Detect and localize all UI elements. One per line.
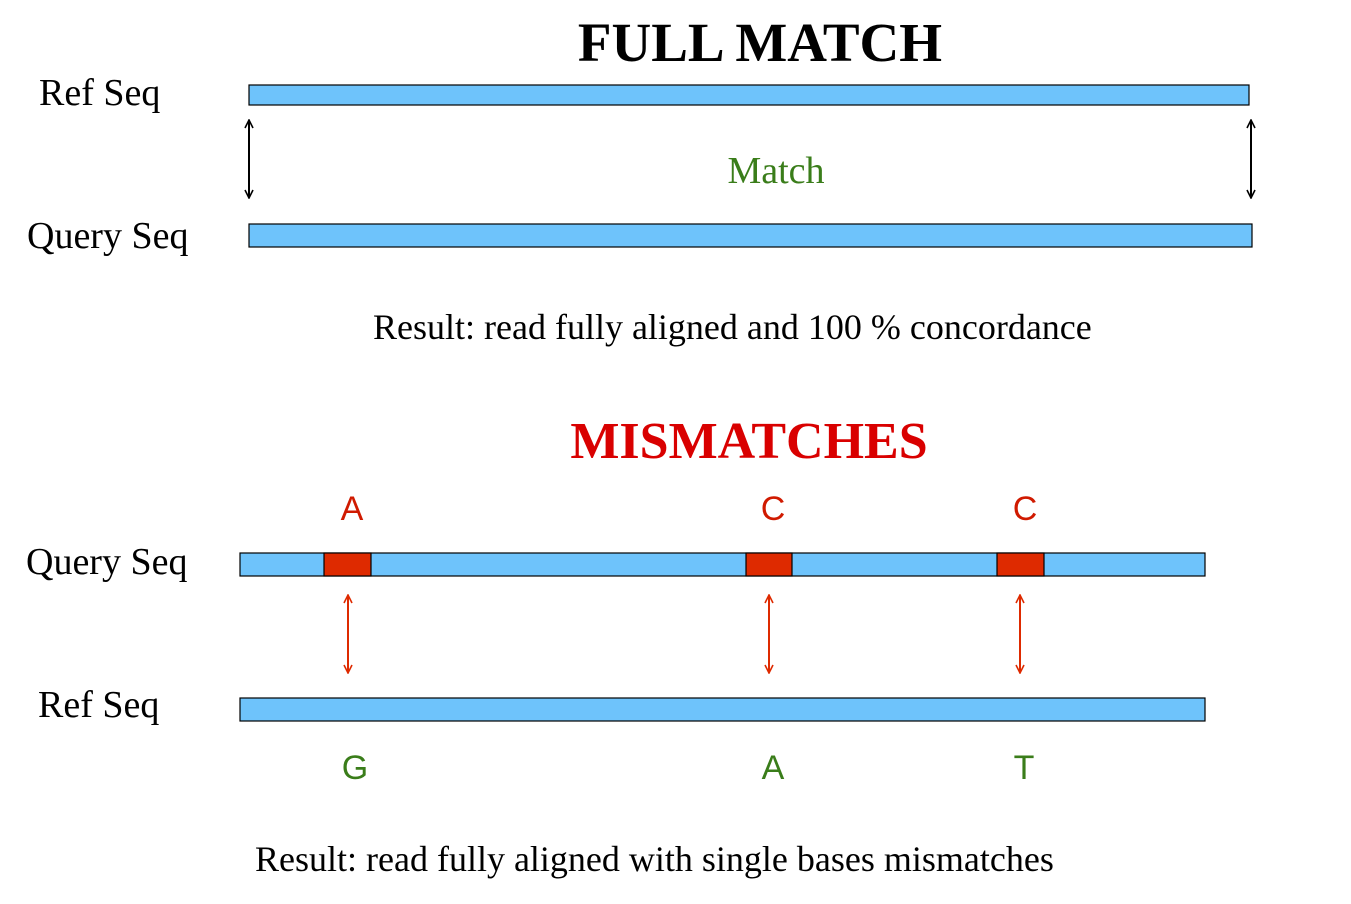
- mismatch-block-2: [745, 552, 793, 577]
- full-match-ref-bar: [248, 84, 1250, 106]
- match-label: Match: [727, 150, 824, 192]
- full-match-result: Result: read fully aligned and 100 % con…: [373, 307, 1092, 347]
- mismatch-block-3: [996, 552, 1045, 577]
- full-match-query-bar: [248, 223, 1253, 248]
- query-base-2: C: [761, 490, 786, 528]
- mismatch-ref-label: Ref Seq: [38, 684, 159, 726]
- full-match-ref-label: Ref Seq: [39, 72, 160, 114]
- full-match-title: FULL MATCH: [578, 12, 942, 73]
- full-match-query-label: Query Seq: [27, 215, 188, 257]
- mismatches-title: MISMATCHES: [570, 413, 927, 470]
- ref-base-3: T: [1014, 749, 1035, 787]
- mismatch-query-label: Query Seq: [26, 541, 187, 583]
- mismatch-block-1: [323, 552, 372, 577]
- query-base-1: A: [341, 490, 364, 528]
- ref-base-1: G: [342, 749, 368, 787]
- ref-base-2: A: [762, 749, 785, 787]
- mismatch-ref-bar: [239, 697, 1206, 722]
- mismatch-query-bar: [239, 552, 1206, 577]
- mismatch-result: Result: read fully aligned with single b…: [255, 839, 1054, 879]
- query-base-3: C: [1013, 490, 1038, 528]
